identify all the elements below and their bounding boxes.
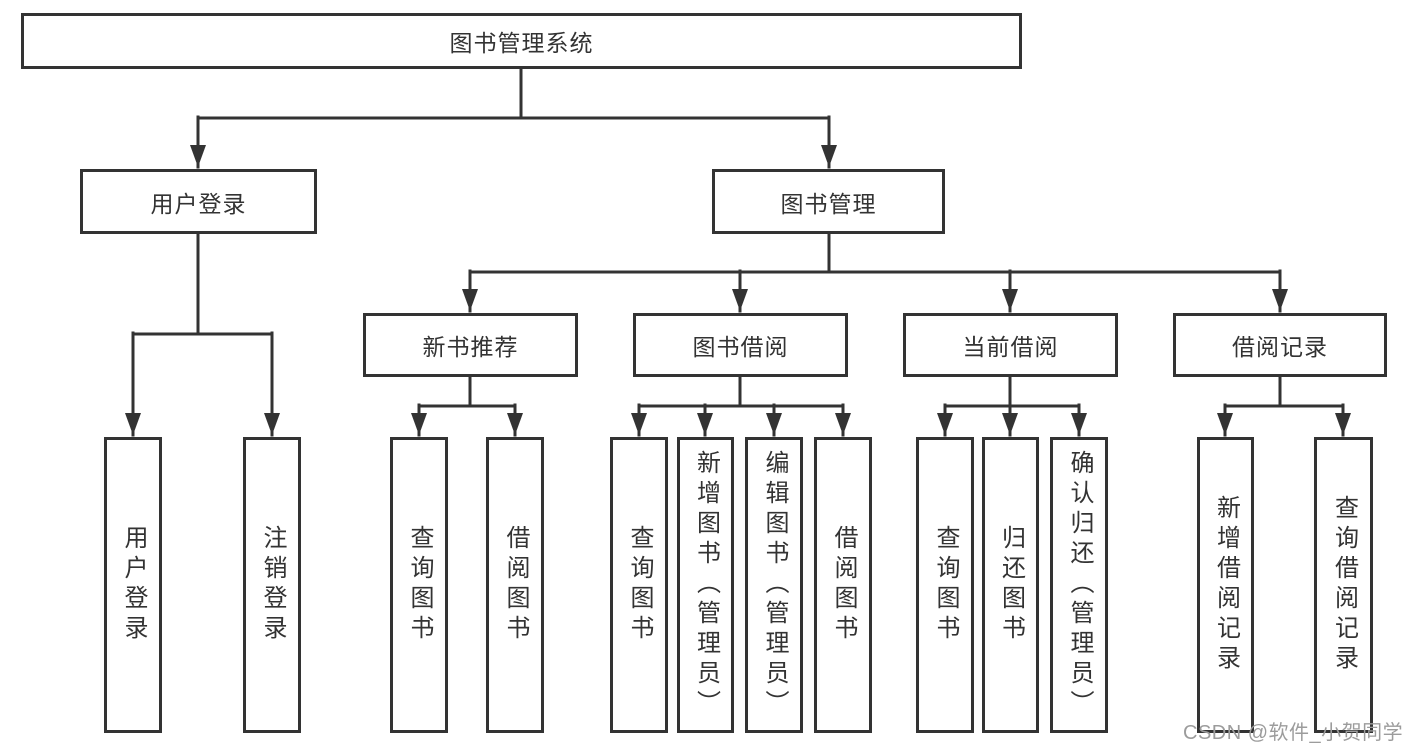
leaf-label: 确认归还（管理员） — [1066, 450, 1093, 720]
leaf-label: 用户登录 — [120, 525, 147, 645]
node-root-system: 图书管理系统 — [21, 13, 1022, 69]
node-new-book-recommend: 新书推荐 — [363, 313, 578, 377]
node-book-borrowing: 图书借阅 — [633, 313, 848, 377]
node-label: 借阅记录 — [1232, 334, 1328, 360]
node-label: 新书推荐 — [422, 334, 519, 360]
leaf-user-login: 用户登录 — [104, 437, 162, 733]
leaf-label: 新增图书（管理员） — [692, 450, 720, 720]
node-label: 用户登录 — [150, 190, 247, 217]
leaf-label: 编辑图书（管理员） — [761, 450, 788, 720]
leaf-borrow-books: 借阅图书 — [814, 437, 872, 733]
node-user-login: 用户登录 — [80, 169, 317, 234]
leaf-query-borrow-record: 查询借阅记录 — [1314, 437, 1373, 733]
node-label: 当前借阅 — [962, 334, 1059, 360]
leaf-label: 查询图书 — [406, 525, 433, 645]
node-borrowing-records: 借阅记录 — [1173, 313, 1387, 377]
leaf-label: 注销登录 — [259, 525, 286, 645]
leaf-edit-books-admin: 编辑图书（管理员） — [745, 437, 803, 733]
leaf-confirm-return-admin: 确认归还（管理员） — [1050, 437, 1108, 733]
node-current-borrowing: 当前借阅 — [903, 313, 1118, 377]
leaf-query-books-current: 查询图书 — [916, 437, 974, 733]
leaf-logout: 注销登录 — [243, 437, 301, 733]
leaf-add-books-admin: 新增图书（管理员） — [677, 437, 734, 733]
csdn-watermark: CSDN @软件_小贺同学 — [1183, 722, 1404, 744]
leaf-label: 查询图书 — [932, 525, 959, 645]
leaf-label: 新增借阅记录 — [1212, 495, 1240, 675]
node-label: 图书管理 — [780, 190, 877, 217]
leaf-borrow-books-recommend: 借阅图书 — [486, 437, 544, 733]
leaf-label: 归还图书 — [997, 525, 1025, 645]
leaf-query-books-borrowing: 查询图书 — [610, 437, 668, 733]
leaf-add-borrow-record: 新增借阅记录 — [1197, 437, 1254, 733]
leaf-return-books: 归还图书 — [982, 437, 1039, 733]
node-label: 图书借阅 — [692, 334, 789, 360]
leaf-label: 借阅图书 — [502, 525, 529, 645]
leaf-label: 查询借阅记录 — [1330, 495, 1358, 675]
leaf-label: 借阅图书 — [830, 525, 857, 645]
leaf-label: 查询图书 — [626, 525, 653, 645]
node-label: 图书管理系统 — [449, 30, 594, 56]
leaf-query-books-recommend: 查询图书 — [390, 437, 448, 733]
node-book-management: 图书管理 — [712, 169, 945, 234]
